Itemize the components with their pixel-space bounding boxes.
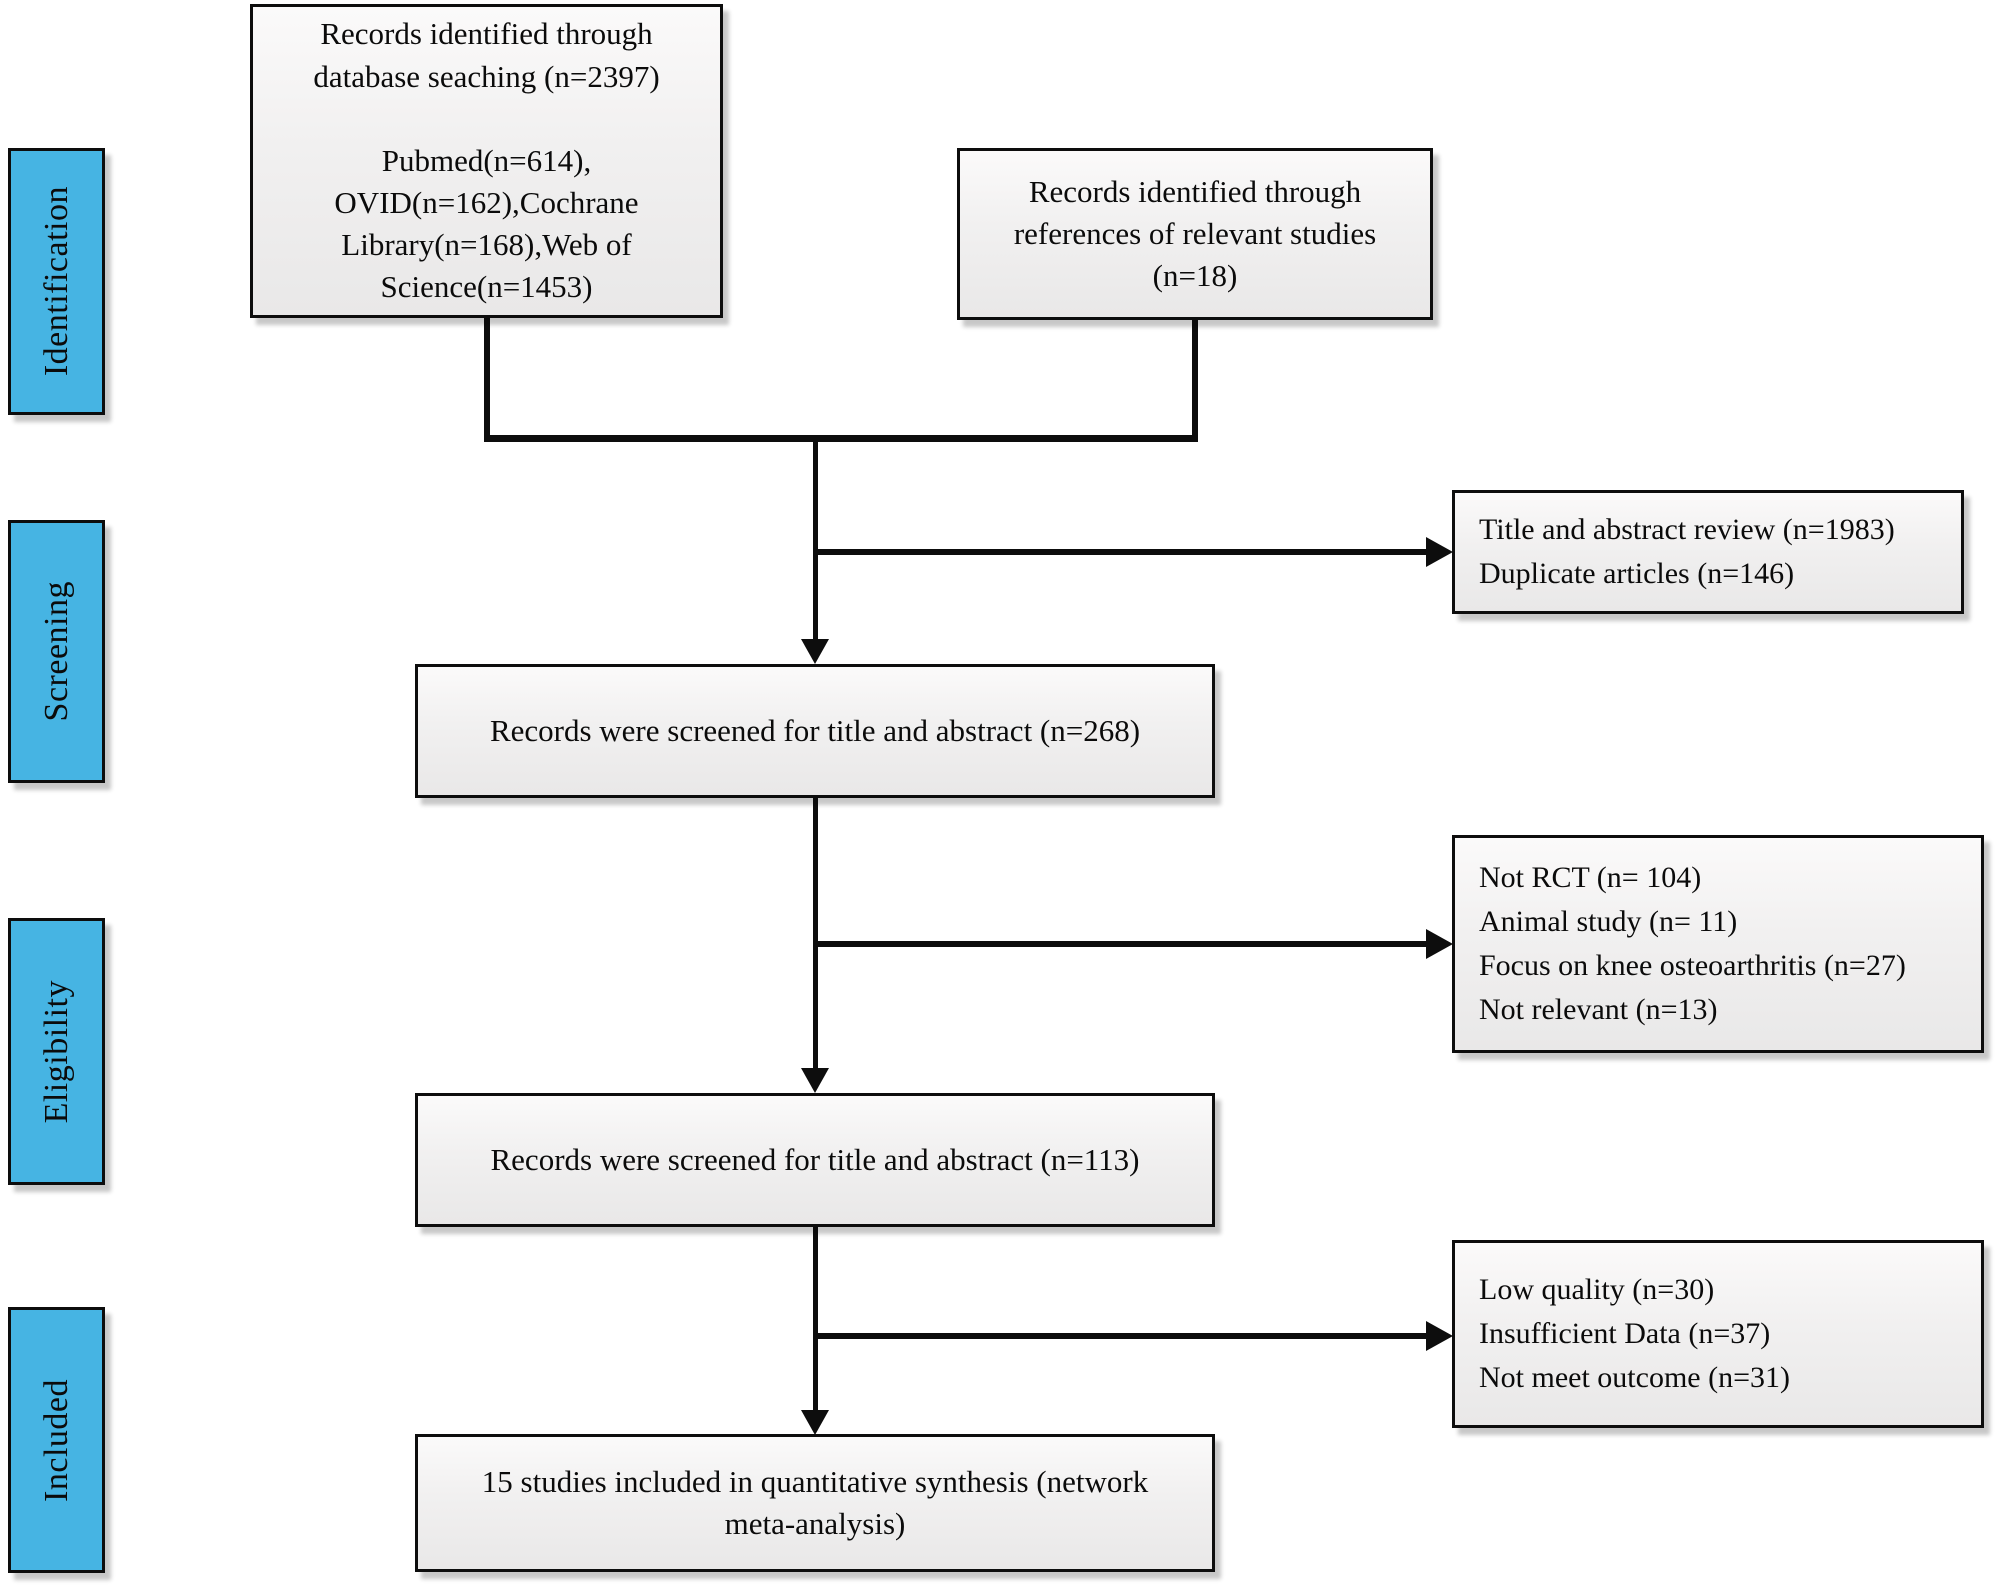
box-excluded-quality-text: Low quality (n=30) Insufficient Data (n=… [1479,1272,1791,1395]
connector-from-references-box [1192,318,1198,442]
arrowhead-right-excluded-2 [1426,1321,1453,1351]
box-excluded-eligibility: Not RCT (n= 104) Animal study (n= 11) Fo… [1452,835,1984,1053]
arrowhead-down-1 [801,639,829,664]
box-records-references-text: Records identified through references of… [1013,173,1377,294]
box-records-references: Records identified through references of… [957,148,1433,320]
stage-screening-label: Screening [37,581,75,722]
arrowhead-right-review [1426,537,1453,567]
stage-identification-label: Identification [37,186,75,377]
box-included-final: 15 studies included in quantitative synt… [415,1434,1215,1572]
stage-screening: Screening [8,520,105,783]
stage-included-label: Included [37,1378,75,1502]
box-excluded-quality: Low quality (n=30) Insufficient Data (n=… [1452,1240,1984,1428]
arrowhead-down-2 [801,1068,829,1093]
stage-eligibility: Eligibility [8,918,105,1185]
box-screened-268-text: Records were screened for title and abst… [489,712,1141,748]
box-title-abstract-review-text: Title and abstract review (n=1983) Dupli… [1479,512,1895,590]
arrowhead-right-excluded-1 [1426,929,1453,959]
connector-from-database-box [484,316,490,442]
connector-branch-review [815,549,1427,555]
connector-merge-horizontal [484,435,1198,442]
box-screened-268: Records were screened for title and abst… [415,664,1215,798]
connector-branch-excluded-1 [815,941,1427,947]
arrowhead-down-3 [801,1410,829,1435]
connector-down-1 [813,435,818,642]
box-screened-113-text: Records were screened for title and abst… [490,1141,1140,1177]
stage-included: Included [8,1307,105,1573]
connector-down-2 [813,796,818,1070]
connector-branch-excluded-2 [815,1333,1427,1339]
box-screened-113: Records were screened for title and abst… [415,1093,1215,1227]
box-excluded-eligibility-text: Not RCT (n= 104) Animal study (n= 11) Fo… [1479,860,1906,1027]
stage-identification: Identification [8,148,105,415]
box-included-final-text: 15 studies included in quantitative synt… [481,1463,1149,1541]
stage-eligibility-label: Eligibility [37,979,75,1124]
box-records-database: Records identified through database seac… [250,4,723,318]
box-records-database-text: Records identified through database seac… [313,16,660,305]
connector-down-3 [813,1226,818,1412]
box-title-abstract-review: Title and abstract review (n=1983) Dupli… [1452,490,1964,614]
